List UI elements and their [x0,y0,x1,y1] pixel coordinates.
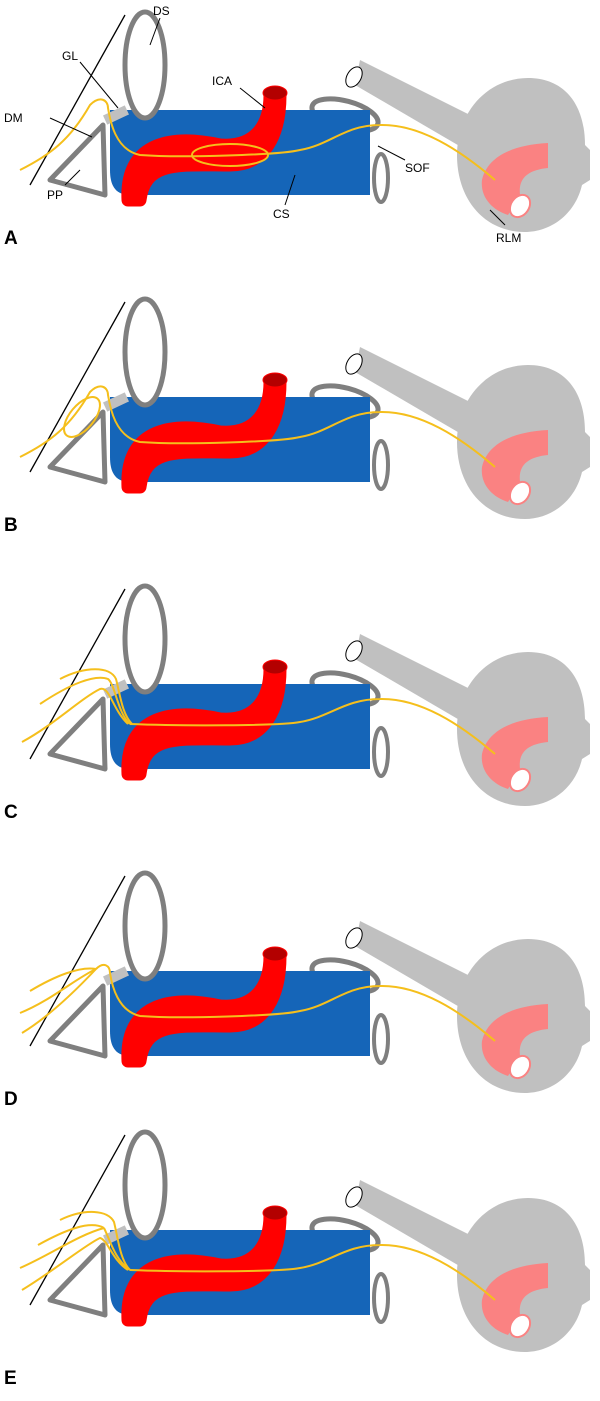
rectus-lateral-muscle [481,430,548,502]
eye-globe [345,347,590,519]
dural-sheath-ring [122,583,168,695]
rectus-lateral-muscle [481,1263,548,1335]
rectus-muscle-end [508,193,532,219]
dural-sheath-ring [122,296,168,408]
abducens-nerve [19,385,496,468]
dura-mater-line [29,1134,126,1306]
petrous-process [47,1242,108,1318]
optic-nerve-stalk [355,634,492,739]
panel-b: B [0,287,600,567]
dural-sheath-ring [122,1129,168,1241]
petrous-process [47,983,108,1059]
dura-mater-line [29,14,126,186]
orbital-ring-lower [372,726,390,778]
label-ica: ICA [212,74,232,88]
label-pp: PP [47,188,63,202]
label-sof: SOF [405,161,430,175]
optic-nerve-end [345,640,363,662]
diagram-e [19,1129,590,1352]
petrous-process [47,409,108,485]
optic-nerve-stalk [355,60,492,165]
abducens-nerve [129,697,496,755]
panel-letter: E [4,1368,17,1389]
optic-nerve-end [345,353,363,375]
panel-letter: B [4,515,18,536]
eye-globe [345,1180,590,1352]
dura-mater-line [29,301,126,473]
carotid-lumen [262,85,288,101]
rectus-muscle-end [508,480,532,506]
eye-globe [345,634,590,806]
optic-nerve-stalk [355,921,492,1026]
diagram-c [21,583,590,806]
panel-letter: A [4,228,18,249]
label-ds: DS [153,4,170,18]
panel-letter: C [4,802,18,823]
gruber-ligament [103,966,129,986]
dural-sheath-ring [122,870,168,982]
petrous-process [47,696,108,772]
orbital-ring-lower [372,439,390,491]
rectus-muscle-end [508,1054,532,1080]
orbital-ring-lower [372,152,390,204]
label-gl: GL [62,49,78,63]
panel-c: C [0,574,600,854]
leader-lines [49,17,506,226]
nerve-rootlets [21,668,133,743]
optic-nerve-end [345,1186,363,1208]
petrous-process [47,122,108,198]
carotid-lumen [262,1205,288,1221]
label-cs: CS [273,207,290,221]
panel-d: D [0,861,600,1141]
panel-a: DM GL DS ICA PP CS SOF RLM A [0,0,600,280]
abducens-nerve [19,98,496,181]
abducens-nerve [95,963,496,1042]
nerve-rootlets [19,1210,131,1291]
optic-nerve-end [345,66,363,88]
diagram-d [19,870,590,1093]
rectus-lateral-muscle [481,717,548,789]
optic-nerve-end [345,927,363,949]
dura-mater-line [29,875,126,1047]
optic-nerve-stalk [355,347,492,452]
carotid-lumen [262,946,288,962]
rectus-muscle-end [508,767,532,793]
diagram-a: DM GL DS ICA PP CS SOF RLM [4,4,590,245]
orbital-ring-lower [372,1272,390,1324]
panel-letter: D [4,1089,18,1110]
nerve-loop [191,143,269,167]
panel-e: E [0,1120,600,1400]
nerve-loop [63,396,101,438]
optic-nerve-stalk [355,1180,492,1285]
rectus-lateral-muscle [481,143,548,215]
label-dm: DM [4,111,23,125]
eye-globe [345,921,590,1093]
orbital-ring-lower [372,1013,390,1065]
dura-mater-line [29,588,126,760]
dural-sheath-ring [122,9,168,121]
carotid-lumen [262,659,288,675]
label-rlm: RLM [496,231,521,245]
carotid-lumen [262,372,288,388]
abducens-nerve [129,1243,496,1301]
diagram-b [19,296,590,519]
nerve-rootlets [19,967,97,1034]
rectus-muscle-end [508,1313,532,1339]
eye-globe [345,60,590,232]
rectus-lateral-muscle [481,1004,548,1076]
